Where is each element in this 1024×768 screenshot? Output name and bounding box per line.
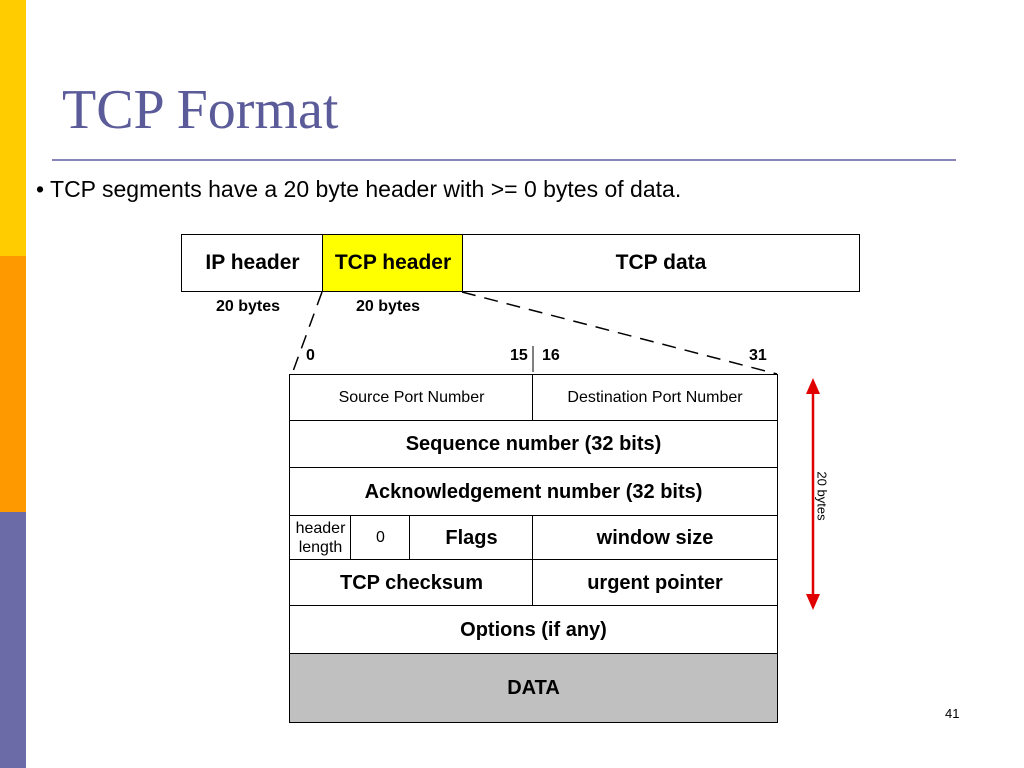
ip-header-cell: IP header [181,234,324,292]
window-size-cell: window size [532,515,778,561]
arrow-head-down [806,594,820,610]
zoom-line-right [461,291,778,375]
bit-tick-15: 15 [510,347,528,364]
bit-tick-16: 16 [542,347,560,364]
urgent-pointer-label: urgent pointer [587,571,723,594]
title-divider [52,159,956,161]
header-length-line1: header [295,519,346,537]
tcp-data-cell: TCP data [462,234,860,292]
window-size-label: window size [596,526,714,549]
zoom-line-left [291,291,323,375]
header-size-label: 20 bytes [814,471,830,521]
options-cell: Options (if any) [289,605,778,655]
tcp-size-label: 20 bytes [356,298,421,315]
bit-tick-0: 0 [306,347,315,364]
page-number: 41 [945,706,960,721]
acknowledgement-number-label: Acknowledgement number (32 bits) [364,480,703,503]
header-length-cell: header length [289,515,352,561]
data-cell: DATA [289,653,778,723]
ip-size-label: 20 bytes [216,298,281,315]
source-port-label: Source Port Number [338,389,485,406]
flags-label: Flags [445,526,498,549]
source-port-cell: Source Port Number [289,374,534,422]
reserved-bits-cell: 0 [350,515,411,561]
checksum-label: TCP checksum [339,571,484,594]
side-strip-purple [0,512,26,768]
ip-header-label: IP header [205,251,300,274]
arrow-head-up [806,378,820,394]
acknowledgement-number-cell: Acknowledgement number (32 bits) [289,467,778,517]
header-length-line2: length [298,539,343,556]
data-label: DATA [507,676,560,699]
urgent-pointer-cell: urgent pointer [532,559,778,607]
tcp-data-label: TCP data [615,251,707,274]
sequence-number-cell: Sequence number (32 bits) [289,420,778,469]
checksum-cell: TCP checksum [289,559,534,607]
destination-port-cell: Destination Port Number [532,374,778,422]
destination-port-label: Destination Port Number [567,389,743,406]
sequence-number-label: Sequence number (32 bits) [405,433,662,455]
side-strip-orange [0,256,26,512]
options-label: Options (if any) [460,618,607,641]
reserved-bits-label: 0 [376,529,385,546]
bit-tick-31: 31 [749,347,767,364]
bullet-text: • TCP segments have a 20 byte header wit… [36,176,682,202]
side-strip-yellow [0,0,26,256]
slide-title: TCP Format [62,79,339,141]
flags-cell: Flags [409,515,534,561]
tcp-header-cell: TCP header [322,234,464,292]
tcp-header-label: TCP header [334,251,452,274]
